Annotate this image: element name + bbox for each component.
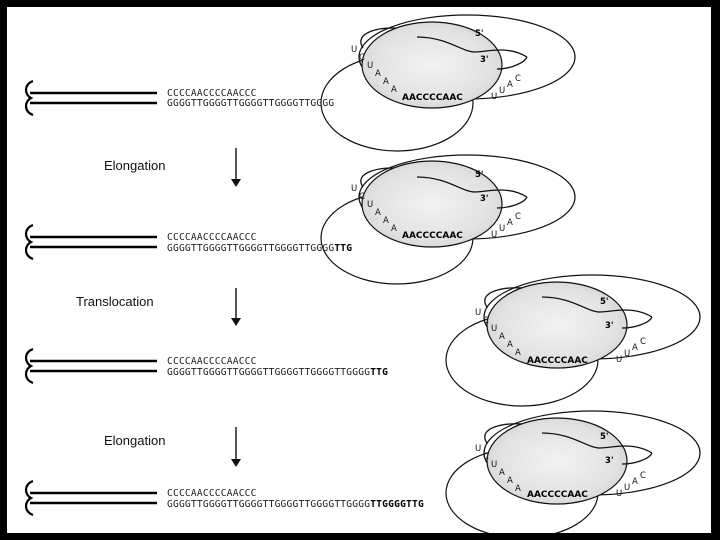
template-nucleotide: C xyxy=(483,316,489,326)
template-nucleotide: A xyxy=(375,208,381,218)
telomerase-enzyme xyxy=(321,15,575,151)
template-nucleotide: U xyxy=(351,45,357,55)
template-nucleotide: A xyxy=(515,348,521,358)
bottom-strand-sequence: GGGGTTGGGGTTGGGGTTGGGGTTGGGGTTG xyxy=(167,243,352,254)
three-prime-label: 3' xyxy=(605,456,614,466)
template-nucleotide: A xyxy=(632,343,638,353)
five-prime-label: 5' xyxy=(475,170,484,180)
template-nucleotide: U xyxy=(475,308,481,318)
template-nucleotide: A xyxy=(632,477,638,487)
telomerase-diagram-slide: Elongation Translocation Elongation xyxy=(7,7,711,533)
bottom-strand-sequence: GGGGTTGGGGTTGGGGTTGGGGTTGGGGTTGGGGTTG xyxy=(167,367,388,378)
dna-end-bracket xyxy=(26,481,157,515)
dna-end-bracket xyxy=(26,349,157,383)
template-nucleotide: A xyxy=(507,340,513,350)
template-nucleotide: A xyxy=(383,216,389,226)
top-strand-sequence: CCCCAACCCCAACCC xyxy=(167,356,257,367)
template-nucleotide: C xyxy=(640,471,646,481)
step-label-elongation-1: Elongation xyxy=(104,158,165,173)
template-nucleotide: C xyxy=(359,192,365,202)
template-nucleotide: A xyxy=(499,468,505,478)
template-nucleotide: U xyxy=(367,200,373,210)
new-nucleotides: TTGGGGTTG xyxy=(370,499,424,510)
template-nucleotide: U xyxy=(624,349,630,359)
template-nucleotide: A xyxy=(391,85,397,95)
template-nucleotide: U xyxy=(367,61,373,71)
telomerase-elongation-diagram: Elongation Translocation Elongation xyxy=(7,7,711,533)
telomerase-enzyme xyxy=(446,411,700,533)
down-arrow-1 xyxy=(231,148,241,187)
template-nucleotide: A xyxy=(391,224,397,234)
template-nucleotide: A xyxy=(507,218,513,228)
down-arrow-3 xyxy=(231,427,241,467)
template-nucleotide: U xyxy=(499,224,505,234)
down-arrow-2 xyxy=(231,288,241,326)
three-prime-label: 3' xyxy=(605,321,614,331)
template-rna-bold: AACCCCAAC xyxy=(402,231,463,241)
five-prime-label: 5' xyxy=(600,432,609,442)
three-prime-label: 3' xyxy=(480,194,489,204)
template-nucleotide: U xyxy=(491,460,497,470)
top-strand-sequence: CCCCAACCCCAACCC xyxy=(167,488,257,499)
dna-end-bracket xyxy=(26,225,157,259)
step-label-translocation: Translocation xyxy=(76,294,154,309)
telomerase-enzyme xyxy=(446,275,700,406)
template-nucleotide: U xyxy=(491,230,497,240)
template-rna-bold: AACCCCAAC xyxy=(402,93,463,103)
template-nucleotide: A xyxy=(499,332,505,342)
template-nucleotide: A xyxy=(507,80,513,90)
five-prime-label: 5' xyxy=(475,29,484,39)
template-nucleotide: A xyxy=(515,484,521,494)
template-rna-bold: AACCCCAAC xyxy=(527,356,588,366)
template-nucleotide: A xyxy=(383,77,389,87)
new-nucleotides: TTG xyxy=(370,367,388,378)
template-nucleotide: U xyxy=(351,184,357,194)
template-nucleotide: C xyxy=(359,53,365,63)
new-nucleotides: TTG xyxy=(334,243,352,254)
bottom-strand-sequence: GGGGTTGGGGTTGGGGTTGGGGTTGGGG xyxy=(167,98,334,109)
five-prime-label: 5' xyxy=(600,297,609,307)
template-nucleotide: U xyxy=(475,444,481,454)
template-nucleotide: U xyxy=(616,355,622,365)
top-strand-sequence: CCCCAACCCCAACCC xyxy=(167,232,257,243)
template-nucleotide: A xyxy=(507,476,513,486)
template-nucleotide: U xyxy=(616,489,622,499)
template-nucleotide: U xyxy=(491,324,497,334)
step-label-elongation-2: Elongation xyxy=(104,433,165,448)
bottom-strand-sequence: GGGGTTGGGGTTGGGGTTGGGGTTGGGGTTGGGGTTGGGG… xyxy=(167,499,424,510)
template-nucleotide: U xyxy=(499,86,505,96)
template-nucleotide: A xyxy=(375,69,381,79)
template-nucleotide: U xyxy=(491,92,497,102)
template-nucleotide: U xyxy=(624,483,630,493)
telomerase-enzyme xyxy=(321,155,575,284)
dna-end-bracket xyxy=(26,81,157,115)
template-rna-bold: AACCCCAAC xyxy=(527,490,588,500)
template-nucleotide: C xyxy=(515,212,521,222)
template-nucleotide: C xyxy=(640,337,646,347)
template-nucleotide: C xyxy=(483,452,489,462)
template-nucleotide: C xyxy=(515,74,521,84)
three-prime-label: 3' xyxy=(480,55,489,65)
